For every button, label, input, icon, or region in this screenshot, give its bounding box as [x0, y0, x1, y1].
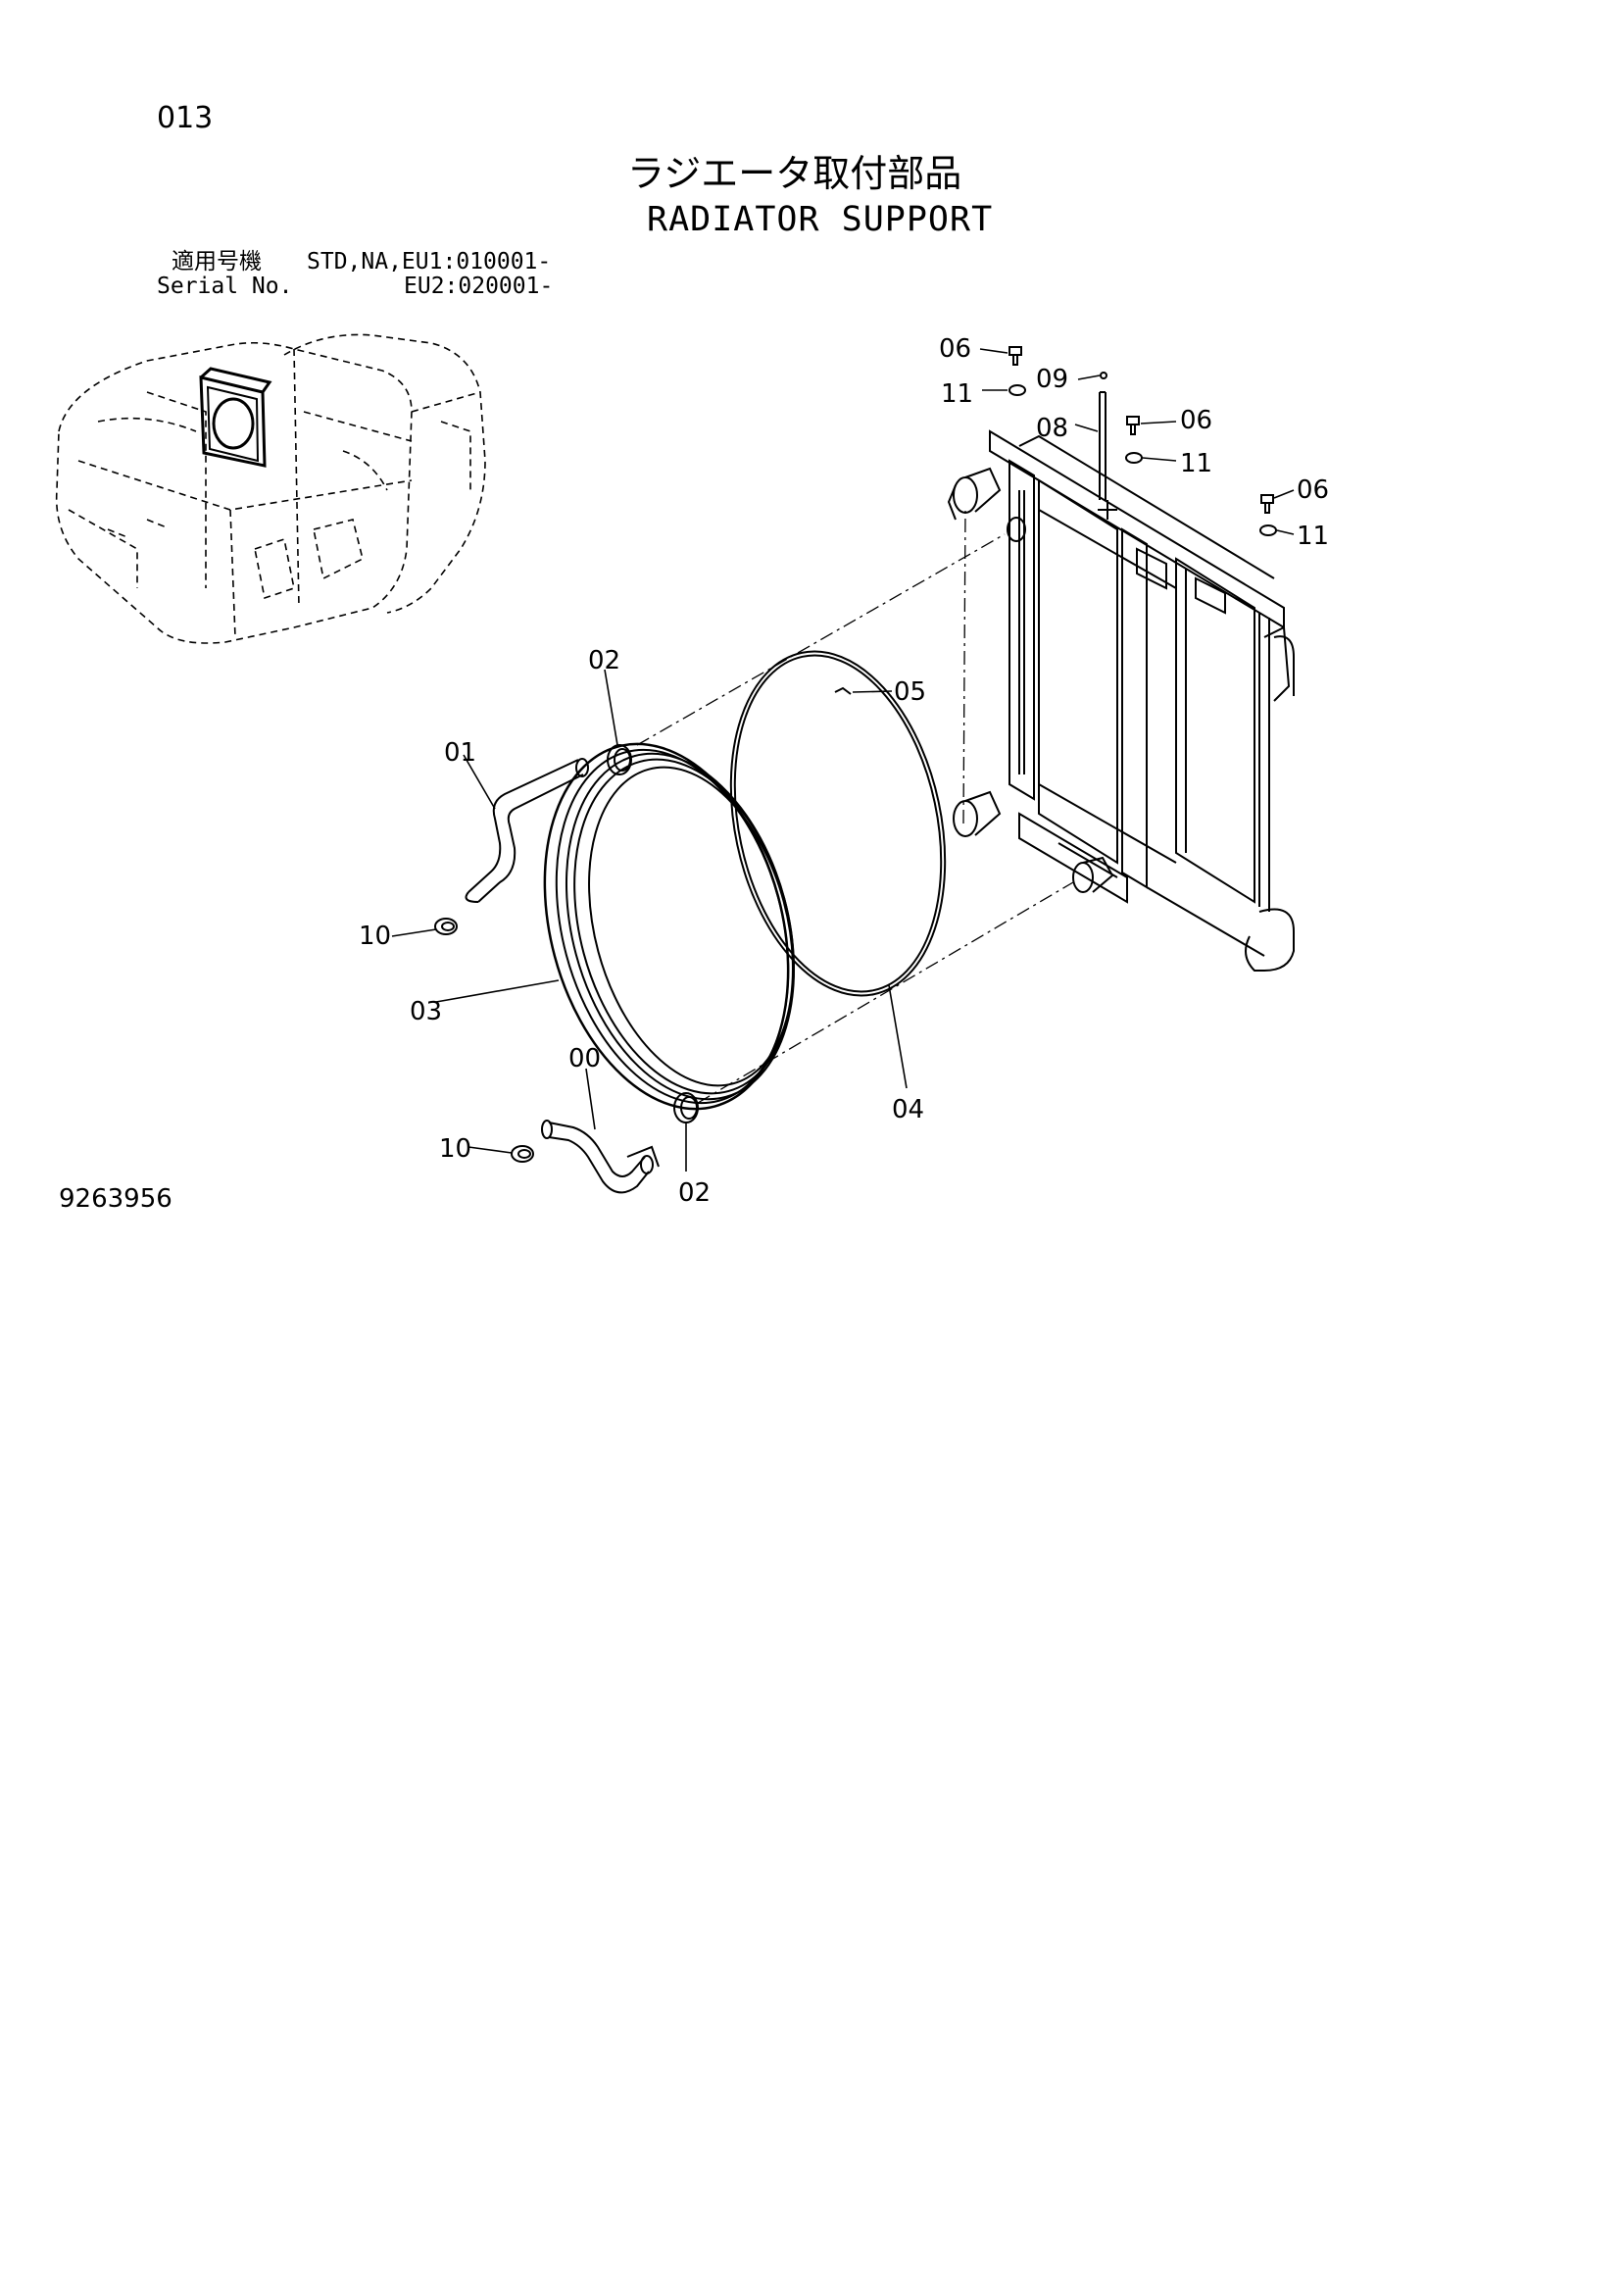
part-00-lower-hose [541, 1120, 660, 1194]
leader-lines [391, 348, 1295, 1172]
assembly-guide-lines [636, 509, 1074, 1104]
callout-02-upper: 02 [588, 646, 620, 675]
clamp-02-upper [607, 744, 632, 775]
part-09-pin [1100, 372, 1107, 379]
callout-10-lower: 10 [439, 1134, 471, 1164]
callout-00: 00 [568, 1044, 601, 1073]
drawing-number: 9263956 [59, 1184, 172, 1214]
radiator-assembly [947, 429, 1295, 972]
part-03-shroud [543, 742, 796, 1111]
washer-11-c [1259, 524, 1277, 536]
part-05-clip [834, 686, 852, 695]
applicability-label-en: Serial No. [157, 274, 293, 299]
callout-06-c: 06 [1297, 475, 1329, 505]
callout-08: 08 [1036, 414, 1068, 443]
callout-04: 04 [892, 1095, 924, 1124]
washer-11-a [1008, 384, 1026, 396]
part-08-rod [1099, 391, 1107, 500]
serial-range-2: EU2:020001- [404, 274, 554, 299]
page-number: 013 [157, 101, 214, 135]
callout-11-b: 11 [1180, 449, 1212, 478]
part-04-seal [729, 650, 947, 997]
clamp-10-upper [434, 918, 458, 935]
callout-03: 03 [410, 997, 442, 1026]
title-japanese: ラジエータ取付部品 [627, 152, 962, 195]
callout-09: 09 [1036, 365, 1068, 394]
callout-05: 05 [894, 677, 926, 707]
bolt-06-b [1126, 416, 1140, 435]
callout-06-b: 06 [1180, 406, 1212, 435]
callout-06-a: 06 [939, 334, 971, 364]
callout-01: 01 [444, 738, 476, 768]
callout-10-upper: 10 [359, 922, 391, 951]
applicability-label-jp: 適用号機 [172, 249, 262, 275]
bolt-06-c [1260, 494, 1274, 514]
callout-11-a: 11 [941, 379, 973, 409]
machine-overview [55, 333, 486, 644]
callout-11-c: 11 [1297, 522, 1329, 551]
callout-02-lower: 02 [678, 1178, 711, 1208]
washer-11-b [1125, 452, 1143, 464]
part-01-upper-hose [465, 758, 589, 903]
overview-radiator-highlight [199, 367, 272, 468]
title-english: RADIATOR SUPPORT [647, 200, 994, 239]
clamp-10-lower [511, 1145, 534, 1163]
bolt-06-a [1008, 346, 1022, 366]
serial-range-1: STD,NA,EU1:010001- [307, 249, 552, 275]
